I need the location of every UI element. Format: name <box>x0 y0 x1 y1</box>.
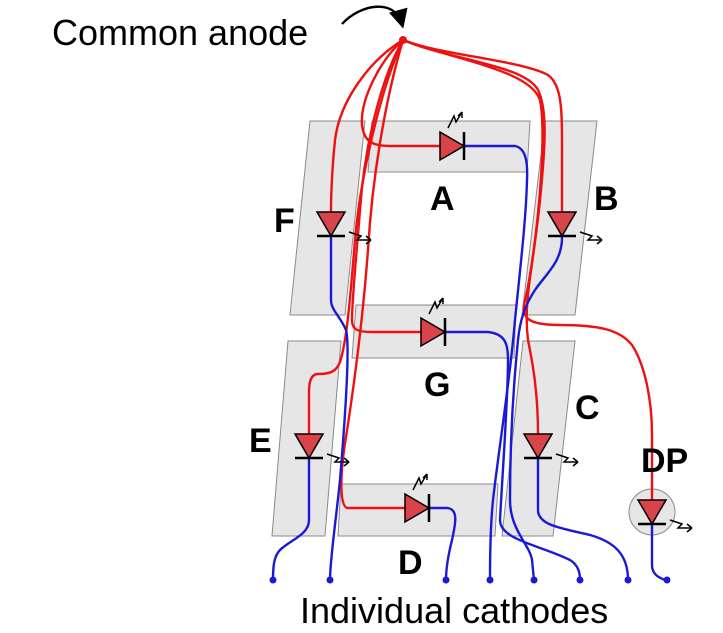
cathode-wire-dp <box>650 524 667 582</box>
cathode-wires <box>271 144 667 582</box>
cathode-terminal <box>269 576 277 584</box>
segment-f-label: F <box>274 202 295 240</box>
anode-wire-f <box>329 38 405 214</box>
diode-c-icon <box>522 433 579 467</box>
anode-pointer-arrow <box>341 5 408 29</box>
segment-d-label: D <box>398 544 423 582</box>
segment-g-label: G <box>424 366 451 404</box>
cathode-wire-c <box>536 458 630 582</box>
cathode-terminal <box>326 576 334 584</box>
anode-wires <box>307 38 654 510</box>
cathode-wire-e <box>271 458 311 582</box>
cathode-terminal <box>530 576 538 584</box>
individual-cathodes-label: Individual cathodes <box>300 590 609 631</box>
segment-c-label: C <box>575 389 600 427</box>
cathode-terminal <box>576 576 584 584</box>
segment-e-label: E <box>249 422 272 460</box>
anode-wire-d <box>340 38 407 510</box>
diode-b-icon <box>546 211 603 245</box>
diode-dp-icon <box>636 499 693 533</box>
diode-d-icon <box>404 473 431 524</box>
cathode-terminal <box>486 576 494 584</box>
cathode-wire-a <box>460 144 529 582</box>
common-anode-label: Common anode <box>52 12 309 53</box>
cathode-terminal <box>442 576 450 584</box>
anode-node <box>399 36 407 44</box>
anode-wire-dp <box>401 38 654 502</box>
cathode-wire-b <box>508 236 564 582</box>
diode-e-icon <box>293 433 350 467</box>
cathode-terminal <box>663 576 671 584</box>
segment-b-label: B <box>594 180 619 218</box>
diode-f-icon <box>315 211 372 245</box>
cathode-wire-f <box>328 236 349 582</box>
cathode-terminal <box>624 576 632 584</box>
cathode-wire-d <box>427 506 457 582</box>
segment-a-label: A <box>430 180 455 218</box>
cathode-terminals <box>269 576 671 584</box>
segment-dp-label: DP <box>641 442 689 480</box>
cathode-wire-g <box>442 330 582 582</box>
anode-wire-a <box>360 38 442 148</box>
diode-a-icon <box>439 111 466 162</box>
anode-wire-b <box>401 38 564 214</box>
anode-wire-g <box>350 38 423 334</box>
diode-g-icon <box>420 297 447 348</box>
